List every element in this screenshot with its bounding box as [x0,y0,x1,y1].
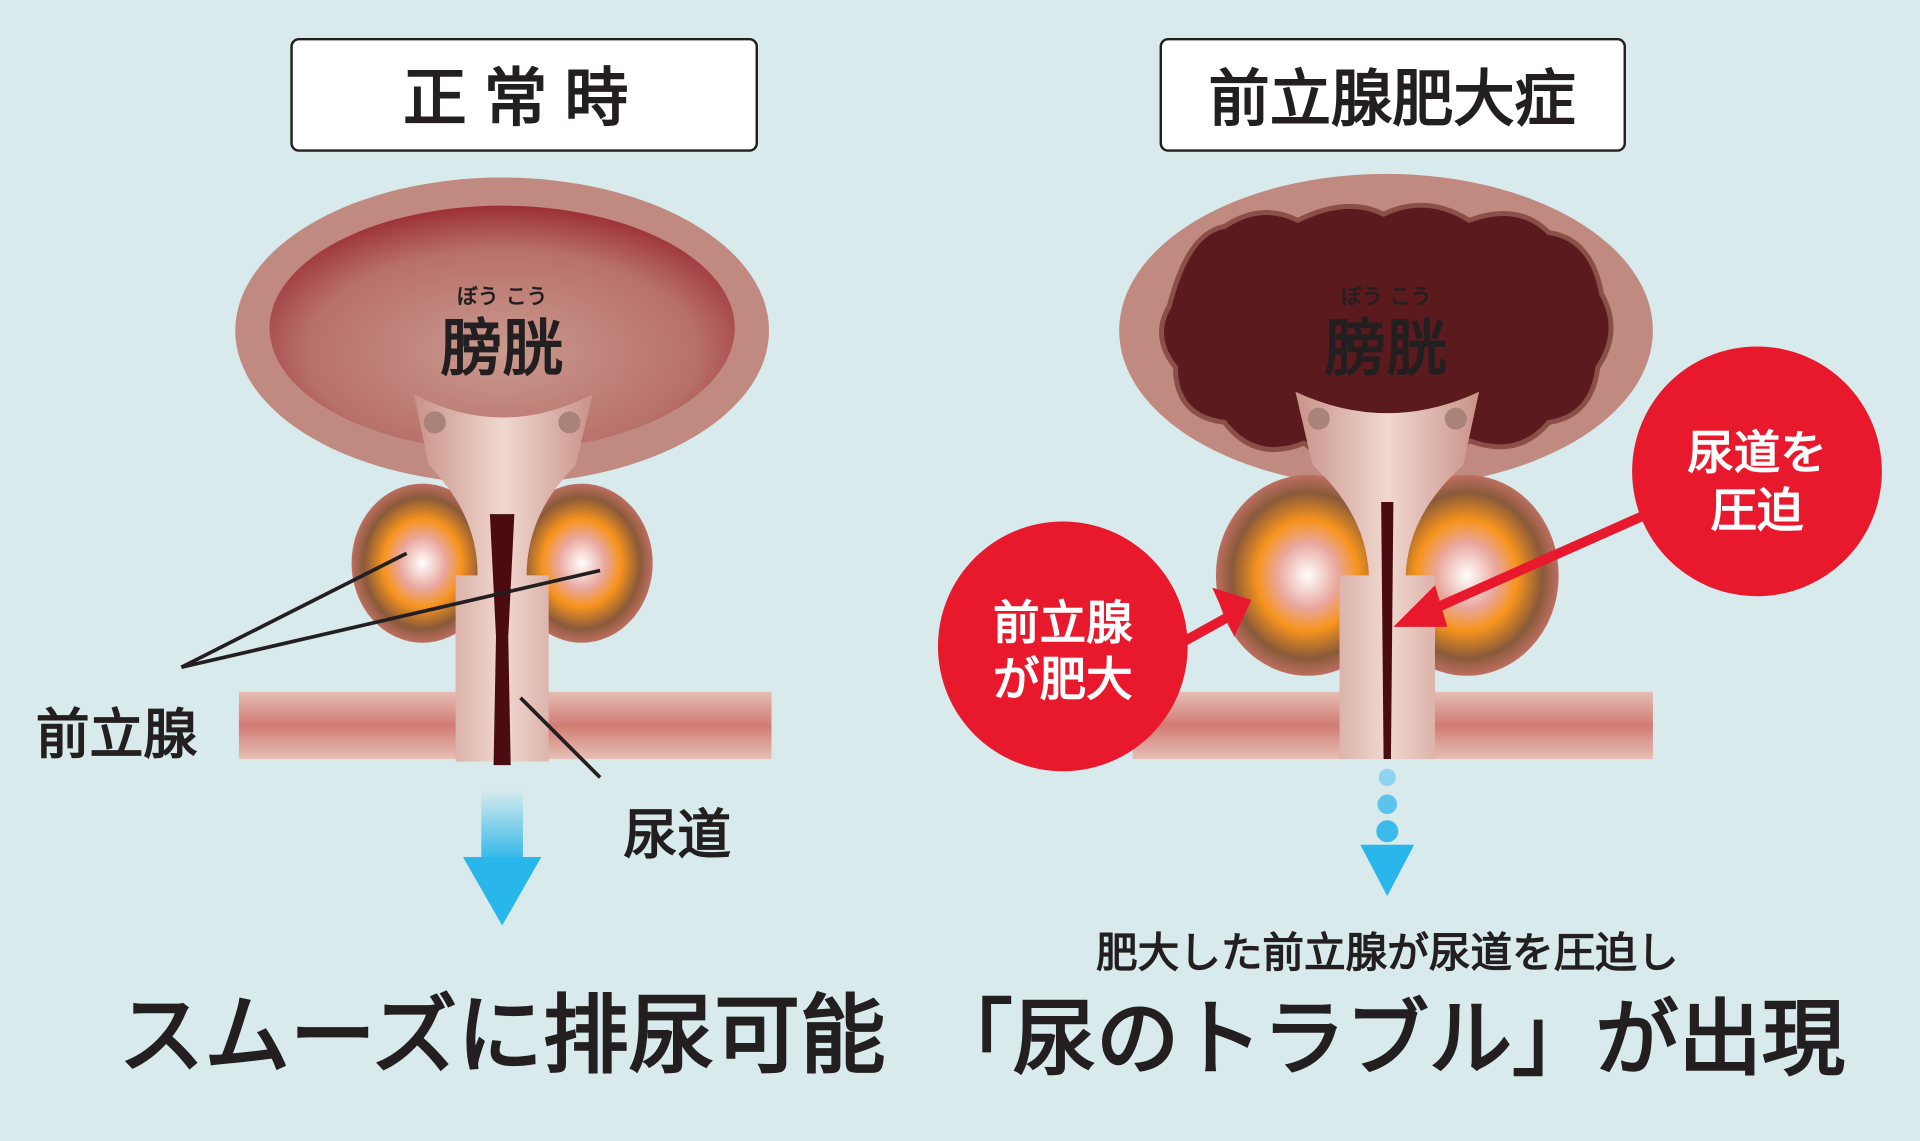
normal-panel: 正常時 ぼう こう 膀胱 前立腺 尿道 スムーズに排尿可能 [36,37,886,1086]
urethra-lumen [489,514,515,766]
normal-caption: スムーズに排尿可能 [119,986,886,1086]
callout-enlarged-line2: が肥大 [993,652,1133,706]
bladder-ruby: ぼう こう [1341,285,1431,309]
callout-compress-line2: 圧迫 [1710,483,1804,537]
bph-heading-box [1159,37,1626,152]
bladder-label: 膀胱 [1324,314,1447,385]
normal-heading: 正常時 [403,62,645,136]
bph-caption-main: 「尿のトラブル」が出現 [929,991,1845,1088]
leader-line [180,551,408,669]
bph-panel: 前立腺肥大症 ぼう こう 膀胱 前立腺 が肥大 尿道を 圧迫 [929,37,1882,1088]
thickened-bladder-cavity [1159,202,1614,466]
bladder-cavity [269,205,735,451]
weak-flow-dots-icon [1360,768,1415,897]
leader-line [519,696,602,779]
arrow-compress-icon [1393,509,1649,627]
bladder-ruby: ぼう こう [457,285,547,309]
bph-caption-sub: 肥大した前立腺が尿道を圧迫し [1096,928,1679,977]
ureter-opening [1307,407,1330,430]
callout-enlarged-line1: 前立腺 [993,596,1133,650]
arrow-enlarge-icon [1179,587,1252,648]
callout-compress [1632,346,1882,597]
bph-heading: 前立腺肥大症 [1209,64,1576,135]
prostate-label: 前立腺 [36,703,198,766]
callout-compress-line1: 尿道を [1687,426,1827,480]
bladder-label: 膀胱 [440,314,563,385]
ureter-opening [1444,407,1467,430]
urethra-label: 尿道 [623,803,731,866]
leader-line [180,568,601,670]
normal-heading-box [290,37,758,152]
urethra-lumen [1381,501,1394,760]
ureter-opening [558,411,581,434]
ureter-opening [423,411,446,434]
urine-flow-arrow-icon [462,789,542,926]
callout-enlarged [937,521,1188,772]
